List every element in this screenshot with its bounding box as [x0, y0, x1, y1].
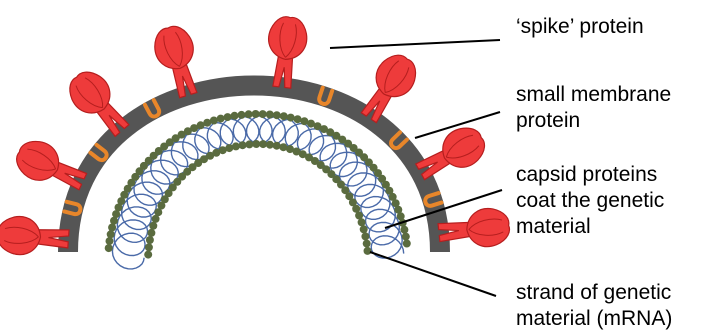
capsid-bead-outer-1: [106, 237, 114, 245]
capsid-bead-inner-45: [360, 225, 368, 233]
label-capsid-line-1: capsid proteins: [516, 162, 664, 188]
label-spike-protein: ‘spike’ protein: [516, 14, 644, 40]
label-small-membrane-protein: small membrane protein: [516, 82, 671, 134]
capsid-bead-inner-0: [144, 251, 152, 259]
capsid-bead-inner-26: [266, 141, 274, 149]
capsid-bead-outer-33: [266, 111, 274, 119]
capsid-bead-inner-21: [232, 142, 240, 150]
capsid-bead-outer-62: [403, 240, 411, 248]
capsid-bead-outer-28: [231, 112, 239, 120]
capsid-bead-outer-60: [400, 226, 408, 234]
capsid-bead-outer-34: [273, 111, 281, 119]
label-strand-line-2: material (mRNA): [516, 306, 672, 332]
capsid-bead-inner-22: [239, 141, 247, 149]
rna-coil: [112, 115, 403, 269]
capsid-bead-inner-4: [149, 222, 157, 230]
capsid-bead-outer-37: [294, 115, 302, 123]
capsid-bead-outer-61: [402, 233, 410, 241]
capsid-bead-inner-25: [259, 140, 267, 148]
capsid-bead-outer-35: [280, 112, 288, 120]
label-genetic-strand: strand of genetic material (mRNA): [516, 280, 672, 332]
capsid-bead-outer-36: [287, 114, 295, 122]
capsid-bead-inner-47: [363, 240, 371, 248]
capsid-bead-outer-2: [107, 230, 115, 238]
label-capsid-line-2: coat the genetic: [516, 188, 664, 214]
capsid-bead-outer-29: [238, 111, 246, 119]
label-membrane-line-1: small membrane: [516, 82, 671, 108]
label-capsid-proteins: capsid proteins coat the genetic materia…: [516, 162, 664, 240]
leader-spike: [330, 40, 500, 48]
capsid-bead-inner-23: [245, 140, 253, 148]
label-membrane-line-2: protein: [516, 108, 671, 134]
capsid-bead-outer-25: [210, 117, 218, 125]
leader-strand: [370, 252, 496, 296]
capsid-bead-outer-3: [108, 224, 116, 232]
capsid-bead-inner-1: [145, 243, 153, 251]
capsid-bead-inner-44: [358, 218, 366, 226]
capsid-bead-inner-24: [252, 140, 260, 148]
capsid-bead-outer-0: [105, 244, 113, 252]
capsid-bead-inner-3: [147, 229, 155, 237]
label-spike-line-1: ‘spike’ protein: [516, 14, 644, 40]
capsid-bead-outer-31: [252, 110, 260, 118]
capsid-protein-beads: [105, 110, 411, 259]
capsid-bead-inner-46: [361, 232, 369, 240]
capsid-bead-inner-27: [273, 142, 281, 150]
capsid-bead-outer-32: [259, 110, 267, 118]
capsid-bead-outer-26: [217, 115, 225, 123]
capsid-bead-inner-43: [355, 212, 363, 220]
label-strand-line-1: strand of genetic: [516, 280, 672, 306]
label-capsid-line-3: material: [516, 214, 664, 240]
capsid-bead-outer-27: [224, 113, 232, 121]
capsid-bead-outer-30: [245, 110, 253, 118]
capsid-bead-inner-2: [146, 236, 154, 244]
capsid-bead-inner-48: [364, 247, 372, 255]
spike-protein-2: [11, 135, 91, 199]
